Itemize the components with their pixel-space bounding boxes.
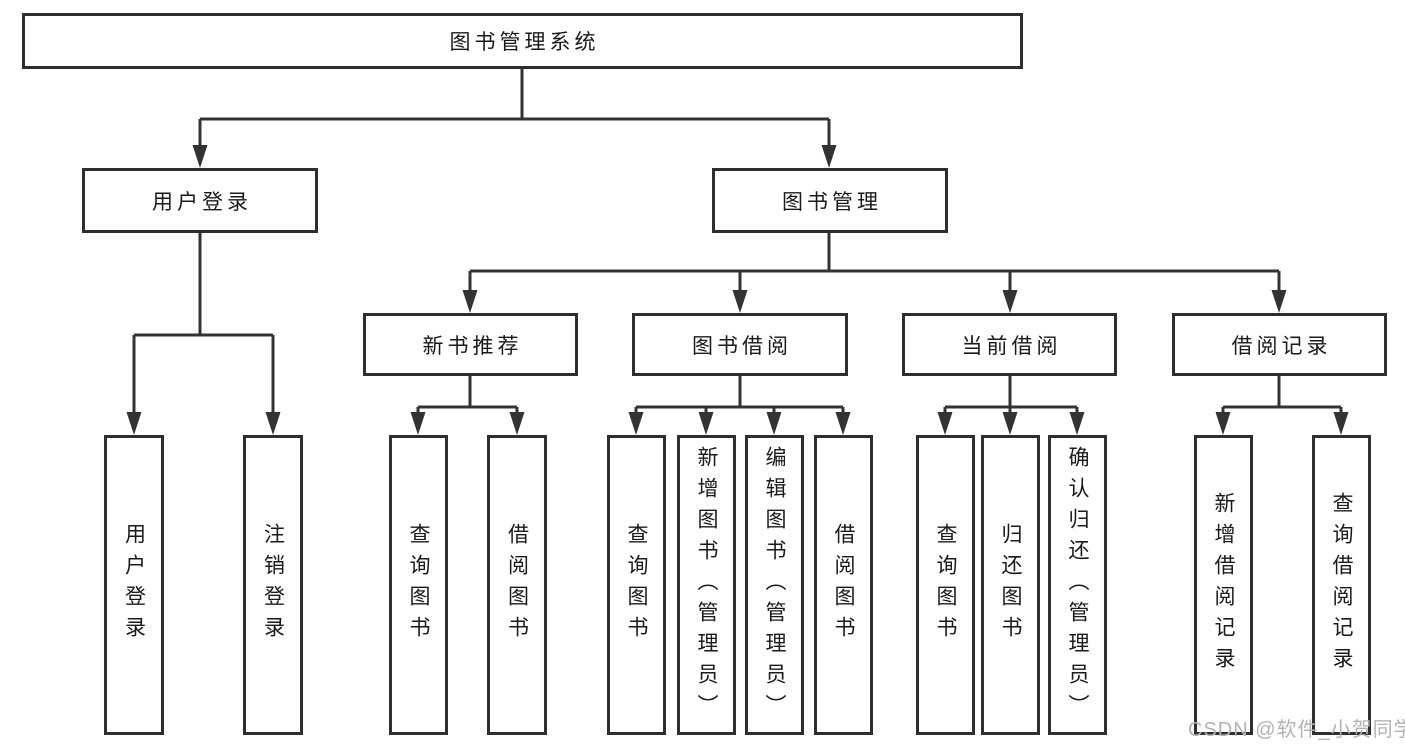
arrowheads	[126, 145, 1349, 435]
node-leaf-return-books: 归还图书	[981, 435, 1040, 735]
node-leaf-add-books-admin: 新增图书（管理员）	[677, 435, 736, 735]
node-current-borrow: 当前借阅	[902, 313, 1117, 376]
node-label: 图书借阅	[692, 334, 792, 358]
node-label: 归还图书	[999, 523, 1022, 647]
node-book-management: 图书管理	[712, 168, 948, 233]
node-leaf-edit-books-admin: 编辑图书（管理员）	[745, 435, 804, 735]
node-label: 图书管理系统	[449, 31, 600, 54]
node-label: 查询图书	[934, 523, 957, 647]
node-new-book-recommend: 新书推荐	[363, 313, 578, 376]
node-leaf-borrow-books-2: 借阅图书	[814, 435, 873, 735]
node-leaf-query-books-1: 查询图书	[389, 435, 448, 735]
node-leaf-add-borrow-record: 新增借阅记录	[1194, 435, 1253, 735]
node-label: 当前借阅	[961, 334, 1062, 358]
node-label: 新增借阅记录	[1212, 492, 1235, 678]
node-label: 用户登录	[122, 523, 146, 647]
node-label: 编辑图书（管理员）	[763, 445, 786, 725]
node-leaf-query-books-2: 查询图书	[607, 435, 666, 735]
node-user-login: 用户登录	[82, 168, 318, 233]
node-label: 借阅图书	[832, 523, 855, 647]
node-leaf-query-books-3: 查询图书	[916, 435, 975, 735]
node-book-borrow: 图书借阅	[632, 313, 848, 376]
node-label: 确认归还（管理员）	[1066, 445, 1089, 725]
node-root-library-system: 图书管理系统	[22, 13, 1023, 69]
node-leaf-user-login: 用户登录	[104, 435, 164, 735]
node-label: 用户登录	[152, 190, 252, 214]
node-label: 新增图书（管理员）	[695, 445, 718, 725]
node-label: 查询借阅记录	[1330, 492, 1353, 678]
node-label: 图书管理	[782, 190, 882, 214]
node-label: 查询图书	[407, 523, 430, 647]
node-leaf-logout: 注销登录	[243, 435, 303, 735]
node-label: 借阅图书	[505, 523, 529, 647]
node-label: 查询图书	[625, 523, 648, 647]
node-label: 注销登录	[261, 523, 285, 647]
node-label: 借阅记录	[1231, 334, 1332, 358]
csdn-watermark: CSDN @软件_小贺同学	[1188, 719, 1405, 741]
node-leaf-borrow-books-1: 借阅图书	[487, 435, 547, 735]
node-label: 新书推荐	[422, 334, 523, 358]
node-borrow-records: 借阅记录	[1172, 313, 1387, 376]
node-leaf-query-borrow-record: 查询借阅记录	[1312, 435, 1371, 735]
node-leaf-confirm-return-admin: 确认归还（管理员）	[1048, 435, 1107, 735]
